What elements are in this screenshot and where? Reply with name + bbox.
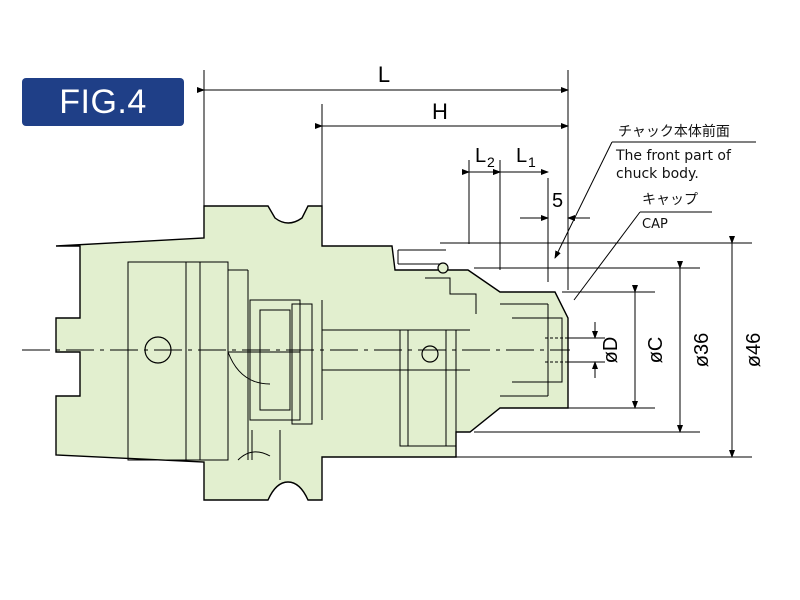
note-front-en-2: chuck body. <box>616 166 699 182</box>
note-front-en-1: The front part of <box>615 148 732 164</box>
dim-L: L <box>378 62 390 87</box>
dim-L2: L <box>475 145 486 167</box>
note-cap-en: CAP <box>642 217 668 232</box>
dim-diameter-46: ø46 <box>743 333 765 367</box>
dim-diameter-36: ø36 <box>691 333 713 367</box>
dim-diameter-C: øC <box>645 337 667 364</box>
dim-5: 5 <box>552 190 563 212</box>
dim-diameter-D: øD <box>600 337 622 364</box>
internal-outlines <box>127 249 563 480</box>
dim-L2-subscript: 2 <box>487 154 495 170</box>
dim-H: H <box>432 99 448 124</box>
dimension-lines <box>197 87 756 458</box>
note-front-jp: チャック本体前面 <box>618 123 730 140</box>
dim-L1-subscript: 1 <box>528 154 536 170</box>
figure-label: FIG.4 <box>22 78 184 126</box>
note-cap-jp: キャップ <box>642 192 698 208</box>
dim-L1: L <box>516 145 527 167</box>
extension-lines <box>203 70 752 458</box>
